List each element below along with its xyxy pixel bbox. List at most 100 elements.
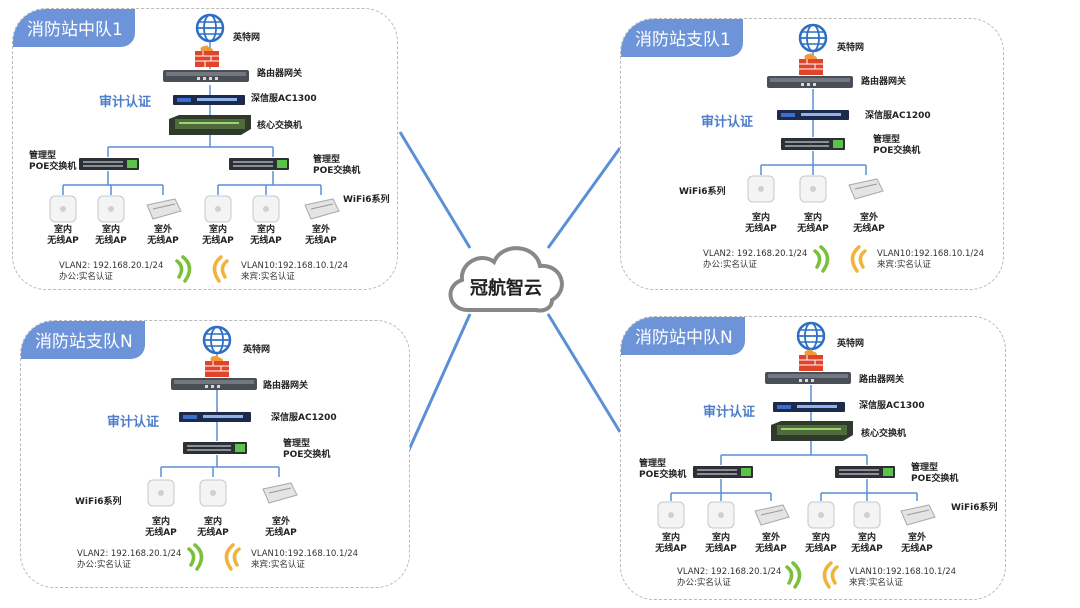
internet-label: 英特网 bbox=[233, 33, 261, 43]
ap-label: 室内 无线AP bbox=[655, 533, 687, 554]
ap-label: 室内 无线AP bbox=[95, 225, 127, 246]
wifi-signal-green-icon bbox=[785, 561, 802, 589]
ac-appliance-icon bbox=[179, 412, 251, 422]
router-label: 路由器网关 bbox=[263, 381, 309, 391]
ap-label: 室内 无线AP bbox=[805, 533, 837, 554]
indoor-ap-icon bbox=[252, 195, 280, 223]
poe-switch-label-left: 管理型 POE交换机 bbox=[29, 151, 77, 172]
poe-switch-label: 管理型 POE交换机 bbox=[283, 439, 331, 460]
wifi-signal-orange-icon bbox=[212, 255, 229, 283]
vlan-office-desc: 办公:实名认证 bbox=[677, 578, 731, 588]
indoor-ap-icon bbox=[199, 479, 227, 507]
poe-switch-label: 管理型 POE交换机 bbox=[873, 135, 921, 156]
internet-label: 英特网 bbox=[243, 345, 271, 355]
core-switch-icon bbox=[169, 115, 251, 135]
vlan-office-desc: 办公:实名认证 bbox=[59, 272, 113, 282]
vlan-guest: VLAN10:192.168.10.1/24 bbox=[849, 567, 957, 577]
ap-label: 室内 无线AP bbox=[851, 533, 883, 554]
vlan-guest-desc: 来宾:实名认证 bbox=[251, 560, 305, 570]
router-label: 路由器网关 bbox=[861, 77, 907, 87]
poe-switch-icon bbox=[781, 138, 845, 150]
ap-label: 室内 无线AP bbox=[745, 213, 777, 234]
indoor-ap-icon bbox=[799, 175, 827, 203]
router-icon bbox=[163, 70, 249, 82]
wifi-series-label: WiFi6系列 bbox=[343, 195, 390, 205]
vlan-office-desc: 办公:实名认证 bbox=[77, 560, 131, 570]
outdoor-ap-icon bbox=[146, 198, 182, 220]
vlan-office: VLAN2: 192.168.20.1/24 bbox=[703, 249, 808, 259]
ap-label: 室内 无线AP bbox=[145, 517, 177, 538]
indoor-ap-icon bbox=[807, 501, 835, 529]
ac-appliance-icon bbox=[773, 402, 845, 412]
vlan-guest: VLAN10:192.168.10.1/24 bbox=[241, 261, 349, 271]
poe-switch-label-right: 管理型 POE交换机 bbox=[911, 463, 959, 484]
poe-switch-label-right: 管理型 POE交换机 bbox=[313, 155, 361, 176]
vlan-office: VLAN2: 192.168.20.1/24 bbox=[77, 549, 182, 559]
internet-globe-icon bbox=[798, 23, 828, 53]
vlan-office: VLAN2: 192.168.20.1/24 bbox=[59, 261, 164, 271]
wifi-signal-orange-icon bbox=[822, 561, 839, 589]
wifi-signal-green-icon bbox=[187, 543, 204, 571]
router-icon bbox=[765, 372, 851, 384]
panel-title: 消防站支队1 bbox=[621, 19, 743, 57]
wifi-series-label: WiFi6系列 bbox=[951, 503, 998, 513]
outdoor-ap-icon bbox=[900, 504, 936, 526]
indoor-ap-icon bbox=[747, 175, 775, 203]
audit-label: 审计认证 bbox=[99, 95, 152, 110]
ap-label: 室内 无线AP bbox=[797, 213, 829, 234]
router-label: 路由器网关 bbox=[257, 69, 303, 79]
ac-label: 深信服AC1200 bbox=[271, 413, 337, 423]
ac-appliance-icon bbox=[173, 95, 245, 105]
ac-appliance-icon bbox=[777, 110, 849, 120]
firewall-icon bbox=[195, 45, 219, 67]
wifi-series-label: WiFi6系列 bbox=[75, 497, 122, 507]
panel-zhidui-n: 消防站支队N 英特网 路由器网关 审计认证 深信服AC1200 管理型 POE交… bbox=[20, 320, 410, 588]
link-panel1 bbox=[398, 131, 472, 249]
ap-label: 室内 无线AP bbox=[202, 225, 234, 246]
indoor-ap-icon bbox=[853, 501, 881, 529]
internet-globe-icon bbox=[195, 13, 225, 43]
panel-zhongdui-n: 消防站中队N 英特网 路由器网关 审计认证 深信服AC1300 核心交换机 管理… bbox=[620, 316, 1006, 600]
ap-label: 室外 无线AP bbox=[755, 533, 787, 554]
internet-label: 英特网 bbox=[837, 339, 865, 349]
vlan-guest-desc: 来宾:实名认证 bbox=[241, 272, 295, 282]
router-icon bbox=[767, 76, 853, 88]
vlan-guest-desc: 来宾:实名认证 bbox=[877, 260, 931, 270]
indoor-ap-icon bbox=[707, 501, 735, 529]
cloud-icon bbox=[448, 246, 564, 313]
wifi-signal-green-icon bbox=[813, 245, 830, 273]
internet-globe-icon bbox=[796, 321, 826, 351]
poe-switch-icon bbox=[79, 158, 139, 170]
indoor-ap-icon bbox=[147, 479, 175, 507]
vlan-guest-desc: 来宾:实名认证 bbox=[849, 578, 903, 588]
ap-label: 室外 无线AP bbox=[305, 225, 337, 246]
link-panel2 bbox=[546, 147, 622, 249]
internet-globe-icon bbox=[202, 325, 232, 355]
panel-title: 消防站中队1 bbox=[13, 9, 135, 47]
wifi-signal-green-icon bbox=[175, 255, 192, 283]
core-switch-label: 核心交换机 bbox=[861, 429, 907, 439]
panel-zhongdui-1: 消防站中队1 英特网 路由器网关 审计认证 深信服AC1300 核心交换机 管理… bbox=[12, 8, 398, 290]
outdoor-ap-icon bbox=[754, 504, 790, 526]
poe-switch-icon bbox=[229, 158, 289, 170]
ap-label: 室内 无线AP bbox=[47, 225, 79, 246]
ac-label: 深信服AC1300 bbox=[251, 94, 317, 104]
topology-lines bbox=[62, 41, 322, 195]
poe-switch-icon bbox=[183, 442, 247, 454]
indoor-ap-icon bbox=[97, 195, 125, 223]
panel-title: 消防站中队N bbox=[621, 317, 745, 355]
link-panel3 bbox=[406, 313, 472, 453]
router-icon bbox=[171, 378, 257, 390]
wifi-signal-orange-icon bbox=[850, 245, 867, 273]
wifi-signal-orange-icon bbox=[224, 543, 241, 571]
firewall-icon bbox=[799, 53, 823, 75]
indoor-ap-icon bbox=[657, 501, 685, 529]
link-panel4 bbox=[546, 313, 622, 433]
firewall-icon bbox=[205, 355, 229, 377]
poe-switch-label-left: 管理型 POE交换机 bbox=[639, 459, 687, 480]
ac-label: 深信服AC1200 bbox=[865, 111, 931, 121]
core-switch-label: 核心交换机 bbox=[257, 121, 303, 131]
panel-zhidui-1: 消防站支队1 英特网 路由器网关 审计认证 深信服AC1200 管理型 POE交… bbox=[620, 18, 1004, 290]
ap-label: 室内 无线AP bbox=[705, 533, 737, 554]
